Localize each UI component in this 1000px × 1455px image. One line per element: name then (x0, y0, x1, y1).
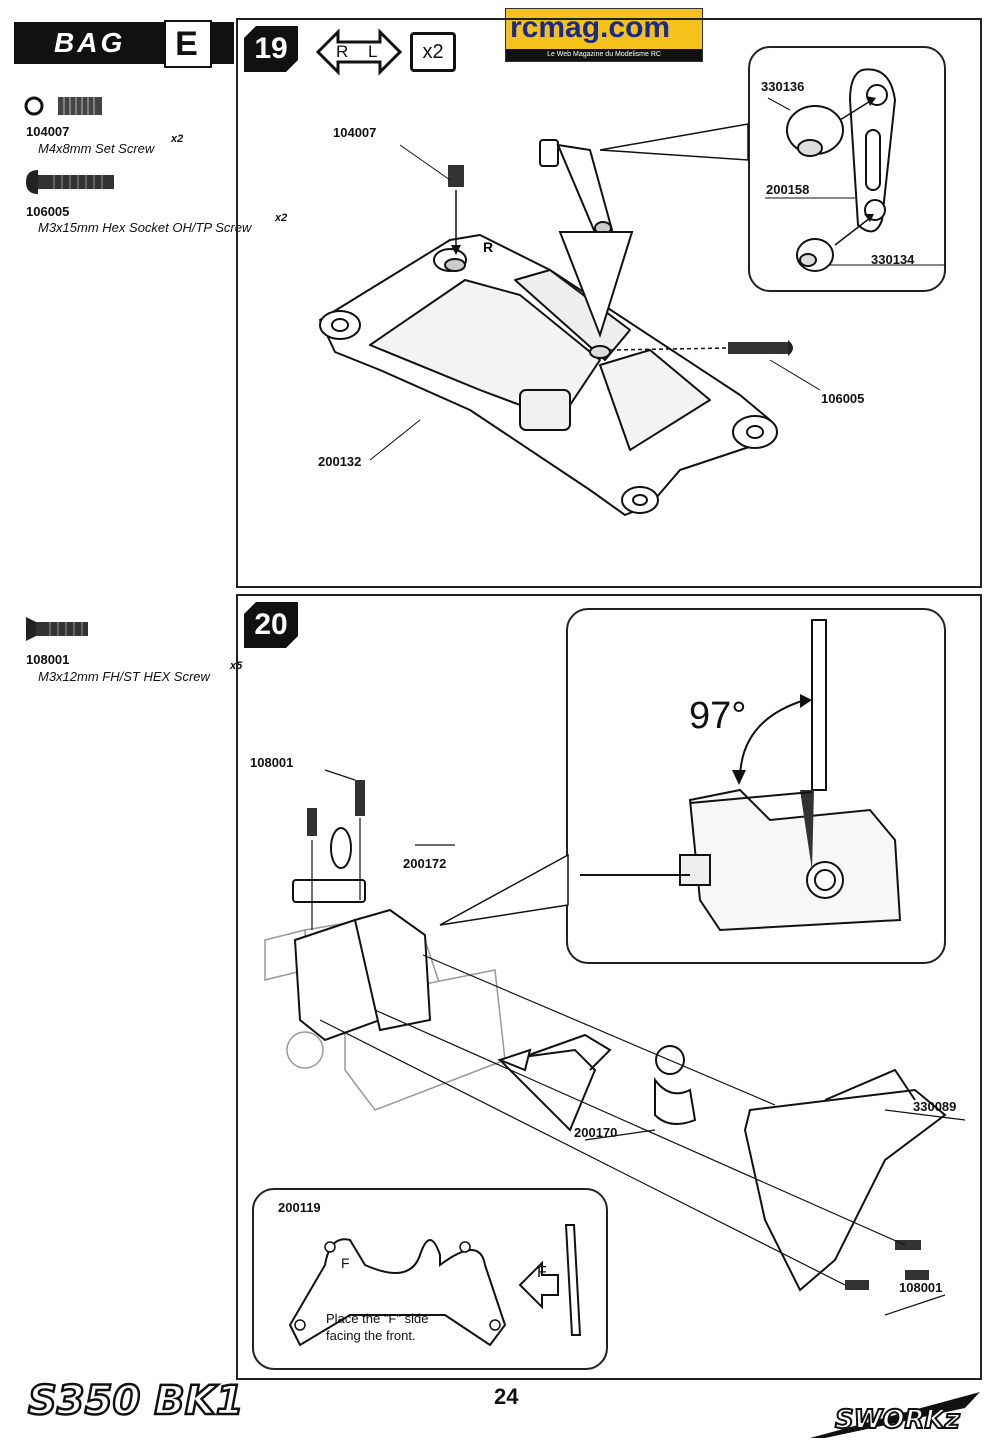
step-number: 20 (254, 608, 288, 641)
step-20-panel (236, 594, 982, 1380)
bag-header: BAG E (14, 20, 234, 68)
callout-200172: 200172 (403, 856, 447, 871)
set-screw-icon (24, 96, 102, 116)
angle-detail-drawing (439, 619, 902, 932)
side-indicator: R L (315, 28, 403, 76)
parts-list-description: M3x15mm Hex Socket OH/TP Screw (38, 220, 252, 235)
step-multiplier: x2 (410, 32, 456, 72)
parts-list-part-number: 108001 (26, 652, 70, 667)
step-19-panel (236, 18, 982, 588)
brand-logo: SWORKz (805, 1388, 985, 1440)
page-number: 24 (494, 1384, 519, 1409)
side-left-label: L (368, 42, 378, 61)
parts-list-quantity: x2 (275, 212, 288, 224)
bag-label: BAG (54, 27, 126, 58)
step-badge-shape (244, 26, 298, 72)
inset-note-line-1: Place the "F" side (326, 1311, 429, 1326)
button-head-screw-icon (26, 170, 114, 194)
side-right-label: R (336, 42, 349, 61)
step-19-badge: 19 (244, 26, 298, 72)
double-arrow-icon (315, 28, 403, 76)
callout-108001-bottom: 108001 (899, 1280, 943, 1295)
inset-note: Place the "F" side facing the front. (326, 1310, 428, 1344)
callout-108001-top: 108001 (250, 755, 294, 770)
callout-330089: 330089 (913, 1099, 957, 1114)
parts-list-part-number: 104007 (26, 124, 70, 139)
watermark-name: rcmag.com (510, 11, 671, 44)
callout-200170: 200170 (574, 1125, 618, 1140)
step-number: 19 (254, 32, 288, 65)
callout-104007: 104007 (333, 125, 377, 140)
flat-head-screw-icon (26, 617, 88, 641)
model-logo: S350 BK1 (20, 1372, 290, 1442)
callout-200132: 200132 (318, 454, 362, 469)
inset-part-number: 200119 (278, 1200, 321, 1215)
brand-logo-text: SWORKz (835, 1405, 961, 1435)
step-20-badge: 20 (244, 602, 298, 648)
spacer-front-mark: F (341, 1255, 350, 1271)
callout-200158: 200158 (766, 182, 810, 197)
parts-list-description: M3x12mm FH/ST HEX Screw (38, 669, 210, 684)
angle-value: 97° (689, 695, 747, 737)
arm-side-mark: R (483, 239, 493, 255)
suspension-arm-drawing: R (319, 139, 821, 516)
callout-106005: 106005 (821, 391, 865, 406)
linkage-detail-box (748, 46, 946, 292)
parts-list-part-number: 106005 (26, 204, 70, 219)
rcmag-watermark: rcmag.com Le Web Magazine du Modelisme R… (505, 8, 703, 62)
callout-330136: 330136 (761, 79, 805, 94)
parts-list-quantity: x2 (171, 133, 184, 145)
bag-letter: E (164, 20, 212, 68)
front-arrow-label: F (537, 1264, 547, 1281)
brand-logo-graphic: SWORKz (810, 1392, 980, 1438)
inset-note-line-2: facing the front. (326, 1328, 416, 1343)
rear-assembly-drawing (264, 769, 966, 1316)
linkage-detail-drawing (599, 68, 945, 272)
callout-330134: 330134 (871, 252, 915, 267)
parts-list-description: M4x8mm Set Screw (38, 141, 155, 156)
step-badge-shape (244, 602, 298, 648)
model-logo-text: S350 BK1 (28, 1378, 244, 1424)
model-logo-graphic: S350 BK1 (27, 1377, 245, 1426)
spacer-part-drawing (288, 1224, 582, 1347)
watermark-tagline: Le Web Magazine du Modelisme RC (506, 49, 702, 61)
